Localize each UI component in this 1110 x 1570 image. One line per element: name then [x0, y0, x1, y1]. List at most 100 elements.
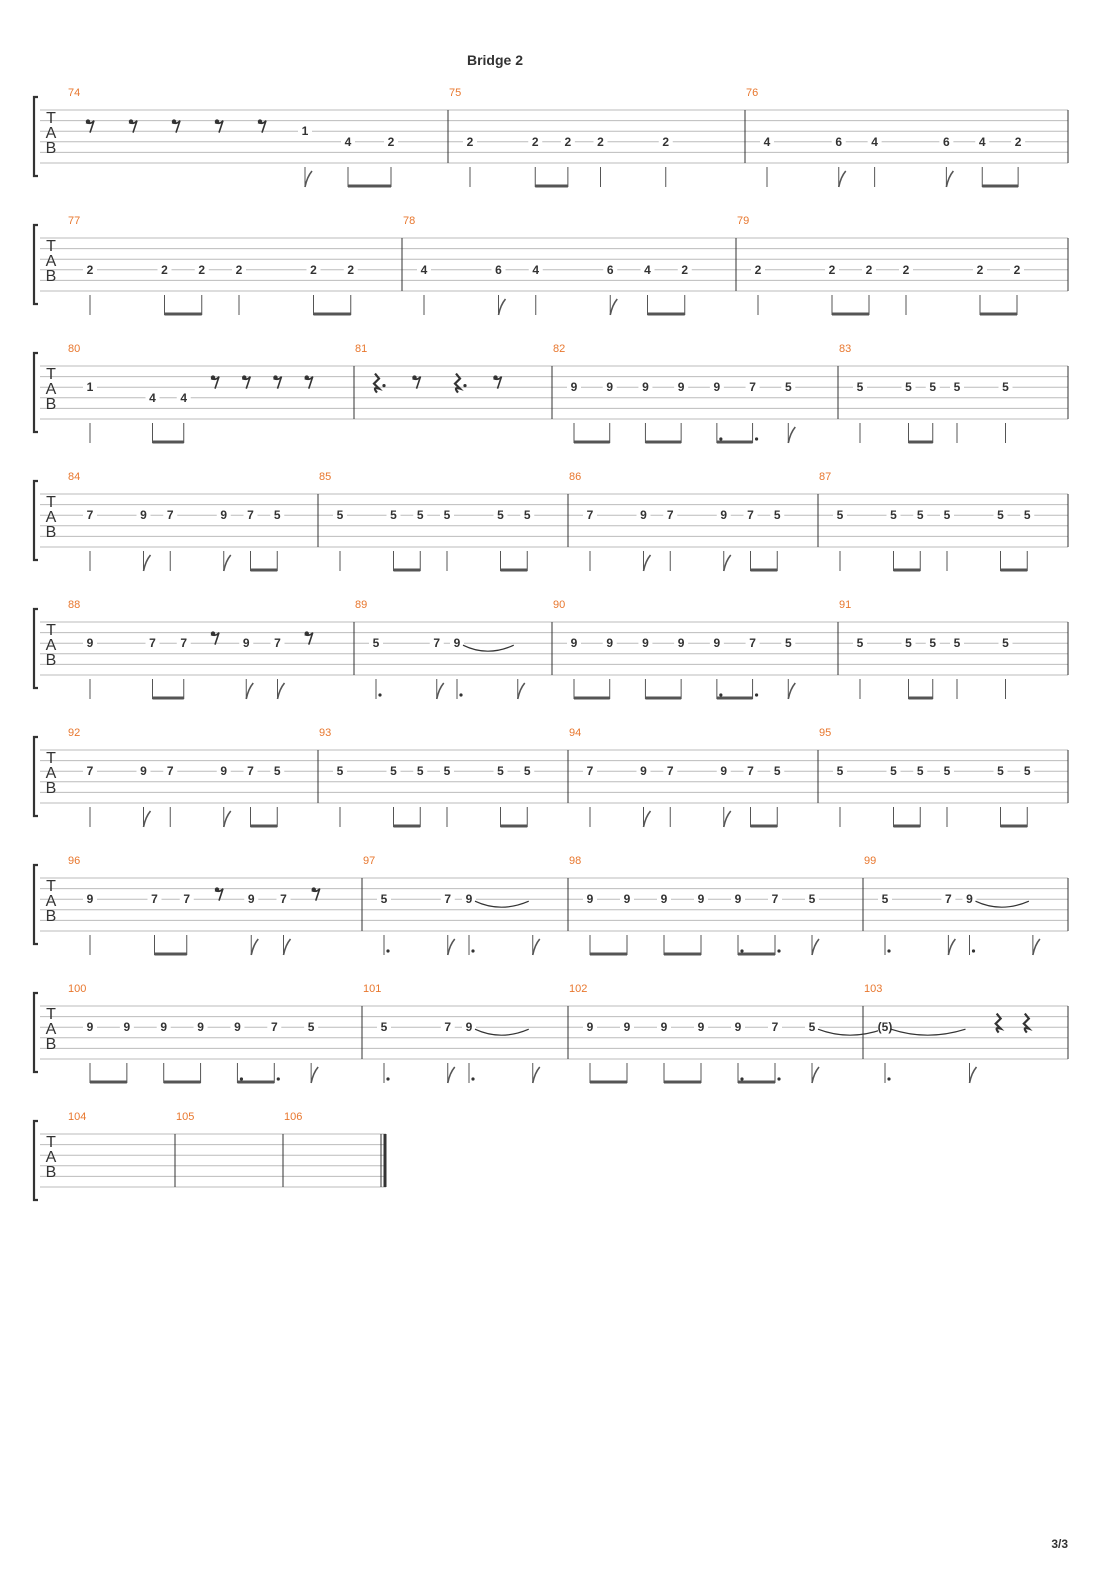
fret-mask [343, 262, 358, 276]
fret-number: 2 [866, 263, 873, 277]
fret-number: 5 [857, 636, 864, 650]
fret-number: 5 [524, 764, 531, 778]
eighth-flag [497, 298, 507, 316]
tab-clef-letter: B [46, 1164, 57, 1181]
eighth-rest [85, 120, 95, 133]
fret-mask [886, 508, 901, 522]
tab-clef-letter: A [46, 765, 57, 782]
fret-mask [440, 892, 455, 906]
fret-mask [413, 508, 428, 522]
fret-number: 9 [87, 892, 94, 906]
fret-number: 6 [495, 263, 502, 277]
fret-mask [743, 508, 758, 522]
fret-number: 5 [997, 764, 1004, 778]
measure-number: 77 [68, 215, 80, 227]
fret-mask [156, 1020, 171, 1034]
fret-mask [886, 764, 901, 778]
fret-number: 9 [234, 1020, 241, 1034]
fret-mask [413, 764, 428, 778]
fret-number: 9 [587, 892, 594, 906]
tab-clef-letter: A [46, 125, 57, 142]
eighth-flag [245, 682, 254, 700]
fret-number: 7 [167, 764, 174, 778]
tab-clef-letter: T [46, 878, 56, 895]
fret-mask [950, 380, 964, 394]
fret-mask [657, 892, 671, 906]
duration-dot [276, 1077, 280, 1081]
fret-mask [583, 1020, 597, 1034]
duration-dot [754, 437, 759, 441]
fret-number: 9 [966, 892, 973, 906]
fret-number: 5 [1002, 636, 1009, 650]
eighth-rest [493, 376, 503, 389]
fret-number: 5 [890, 508, 897, 522]
tab-clef-letter: A [46, 381, 57, 398]
fret-mask [638, 380, 653, 394]
fret-number: 9 [606, 636, 613, 650]
fret-mask [386, 508, 401, 522]
fret-mask [341, 134, 355, 148]
measure-number: 88 [68, 599, 80, 611]
fret-number: 9 [197, 1020, 204, 1034]
eighth-rest [273, 376, 283, 389]
fret-mask [962, 892, 977, 906]
fret-mask [520, 764, 535, 778]
fret-number: 5 [1024, 508, 1031, 522]
fret-number: 5 [954, 636, 961, 650]
fret-number: 5 [954, 380, 961, 394]
fret-number: 2 [310, 263, 317, 277]
tab-clef-letter: B [46, 524, 57, 541]
fret-mask [145, 390, 160, 404]
fret-mask [709, 636, 724, 650]
measure-number: 80 [68, 343, 80, 355]
measure-number: 102 [569, 983, 587, 995]
fret-number: 7 [271, 1020, 278, 1034]
fret-mask [751, 262, 765, 276]
fret-number: 5 [774, 508, 781, 522]
fret-number: 2 [198, 263, 205, 277]
measure-number: 74 [68, 87, 80, 99]
fret-number: 5 [337, 508, 344, 522]
fret-number: 5 [785, 380, 792, 394]
fret-number: 9 [661, 892, 668, 906]
fret-mask [239, 636, 254, 650]
tab-clef-letter: T [46, 238, 56, 255]
fret-mask [462, 892, 476, 906]
fret-number: 9 [466, 892, 473, 906]
fret-mask [745, 636, 760, 650]
tab-clef-letter: A [46, 637, 57, 654]
fret-number: 4 [532, 263, 539, 277]
fret-number: 9 [640, 764, 647, 778]
fret-mask [306, 262, 321, 276]
fret-number: 9 [587, 1020, 594, 1034]
fret-mask [147, 892, 162, 906]
fret-mask [901, 380, 916, 394]
fret-mask [825, 262, 839, 276]
fret-number: 9 [698, 892, 705, 906]
eighth-rest [412, 376, 422, 389]
fret-mask [83, 636, 97, 650]
fret-number: 5 [929, 636, 936, 650]
measure-number: 79 [737, 215, 749, 227]
eighth-flag [787, 682, 796, 700]
fret-number: 7 [747, 508, 754, 522]
eighth-flag [722, 810, 732, 828]
fret-number: 2 [388, 135, 395, 149]
page-number: 3/3 [1051, 1537, 1068, 1551]
fret-number: 5 [308, 1020, 315, 1034]
fret-number: 5 [905, 380, 912, 394]
fret-number: 7 [274, 636, 281, 650]
fret-number: 9 [160, 1020, 167, 1034]
measure-number: 83 [839, 343, 851, 355]
quarter-rest [1022, 1012, 1033, 1034]
tab-clef-letter: B [46, 268, 57, 285]
fret-mask [993, 764, 1008, 778]
fret-mask [998, 636, 1013, 650]
fret-number: 7 [772, 892, 779, 906]
fret-mask [716, 508, 731, 522]
fret-number: 5 [917, 764, 924, 778]
fret-mask [731, 1020, 745, 1034]
fret-mask [244, 892, 259, 906]
measure-number: 90 [553, 599, 565, 611]
fret-mask [620, 1020, 634, 1034]
